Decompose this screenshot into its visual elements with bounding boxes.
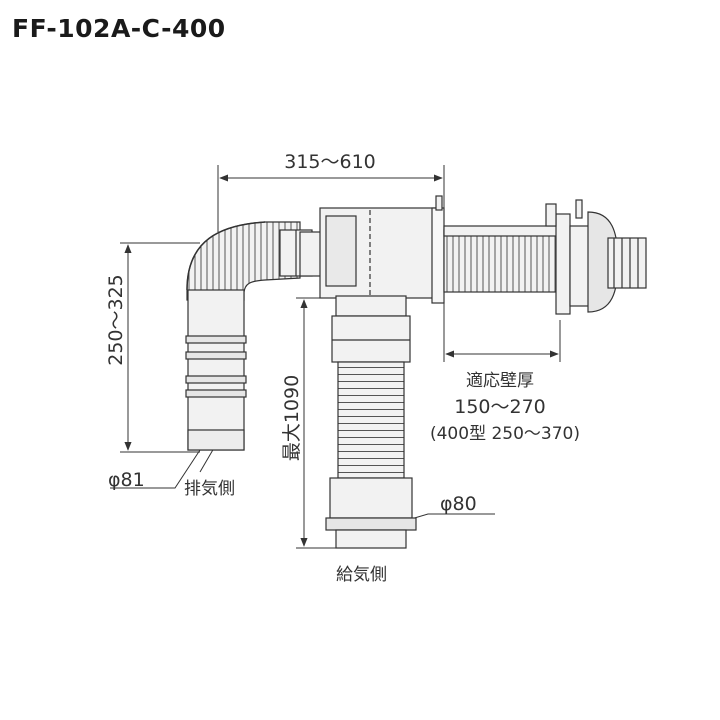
intake-diameter-label: φ80 [440,493,477,515]
wall-thickness-range-400: (400型 250～370) [430,424,580,444]
exhaust-side-label: 排気側 [184,479,235,499]
exhaust-diameter-label: φ81 [108,469,145,491]
main-body [299,195,647,315]
top-width-label: 315～610 [284,151,376,173]
wall-thickness-label: 適応壁厚 [466,371,534,391]
dimension-lines [110,165,561,549]
intake-pipe [325,295,417,549]
exhaust-height-label: 250～325 [105,274,127,366]
model-title: FF-102A-C-400 [12,14,226,43]
intake-side-label: 給気側 [336,565,387,585]
labels: 315～610 250～325 最大1090 φ81 排気側 φ80 給気側 適… [105,151,580,585]
max-length-label: 最大1090 [281,375,303,461]
wall-thickness-range: 150～270 [454,396,546,418]
